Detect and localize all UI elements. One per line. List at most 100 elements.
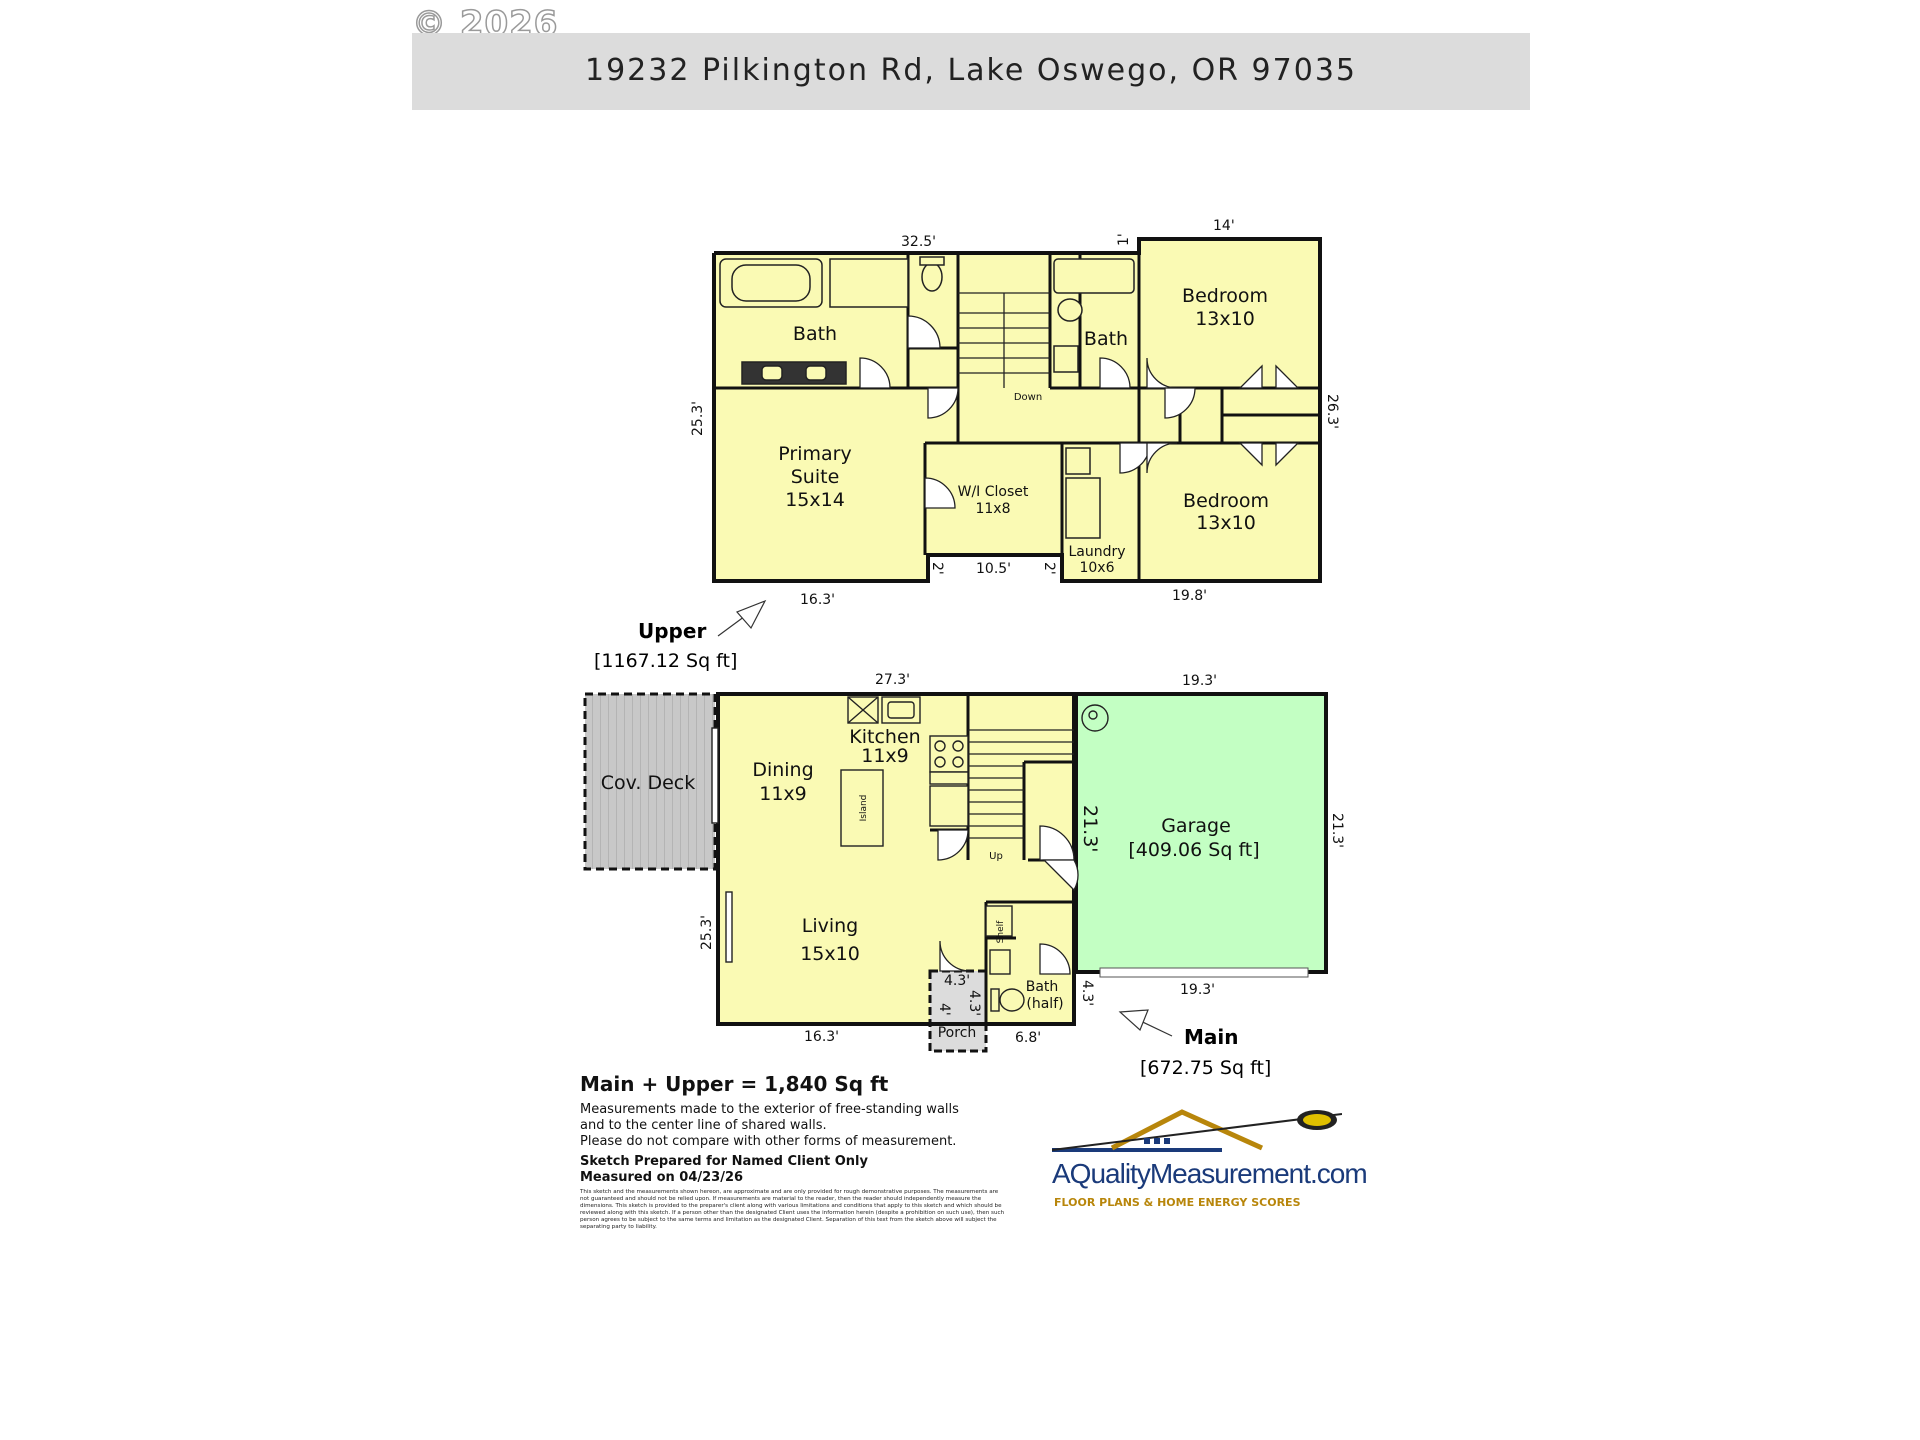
shelf (985, 905, 1013, 937)
label-stairs-down: Down (1014, 392, 1042, 403)
disclaimer-text: This sketch and the measurements shown h… (580, 1189, 1005, 1230)
label-primary-l2: Suite (791, 466, 840, 488)
dim-upper-bottom-mid: 10.5' (976, 561, 1011, 577)
upper-doors (859, 315, 1300, 509)
dim-porch-side: 4' (936, 1003, 952, 1016)
label-closet-size: 11x8 (975, 501, 1010, 517)
vanity (741, 361, 847, 385)
roof-logo-icon (1052, 1109, 1342, 1152)
label-garage-area: [409.06 Sq ft] (1128, 839, 1259, 861)
dim-upper-left: 25.3' (690, 401, 706, 436)
main-label: Main (1184, 1025, 1239, 1049)
label-island: Island (859, 795, 869, 822)
company-logo: AQualityMeasurement.com FLOOR PLANS & HO… (1052, 1108, 1368, 1223)
dim-upper-top: 32.5' (901, 234, 936, 250)
half-bath-sink (989, 949, 1011, 975)
label-bedroom1-name: Bedroom (1182, 285, 1268, 307)
main-room-labels: Cov. Deck Dining 11x9 Kitchen 11x9 Islan… (601, 726, 1260, 1041)
shower (829, 258, 909, 308)
porch-fill (930, 971, 986, 1051)
main-doors (937, 825, 1079, 975)
label-dining-size: 11x9 (759, 783, 807, 805)
main-stairs (968, 729, 1074, 839)
label-primary-l1: Primary (778, 443, 851, 465)
dim-main-bottom-left: 16.3' (804, 1029, 839, 1045)
washer (1065, 447, 1091, 475)
upper-fixtures (719, 256, 1135, 539)
dryer (1065, 477, 1101, 539)
label-living-size: 15x10 (800, 943, 860, 965)
dim-upper-jog: 1' (1116, 233, 1132, 246)
label-closet-name: W/I Closet (958, 484, 1029, 500)
note-line-3: Please do not compare with other forms o… (580, 1134, 957, 1149)
address-banner: 19232 Pilkington Rd, Lake Oswego, OR 970… (412, 33, 1530, 110)
address-text: 19232 Pilkington Rd, Lake Oswego, OR 970… (585, 53, 1357, 88)
label-bath-primary: Bath (793, 323, 837, 345)
measured-date: Measured on 04/23/26 (580, 1170, 744, 1185)
label-kitchen-name: Kitchen (849, 726, 920, 748)
main-floor: Cov. Deck Dining 11x9 Kitchen 11x9 Islan… (583, 672, 1345, 1079)
label-living-name: Living (802, 915, 859, 937)
dim-porch-right: 4.3' (966, 990, 982, 1016)
dim-upper-bottom-right: 19.8' (1172, 588, 1207, 604)
dim-upper-top-right: 14' (1213, 218, 1235, 234)
upper-floor-label: Upper [1167.12 Sq ft] (594, 599, 767, 672)
label-dining-name: Dining (752, 759, 813, 781)
covered-deck (583, 692, 717, 871)
label-bedroom1-size: 13x10 (1195, 308, 1255, 330)
dim-upper-notch-right: 2' (1041, 562, 1057, 575)
dim-garage-bottom: 19.3' (1180, 982, 1215, 998)
upper-notch (928, 555, 1062, 583)
label-primary-size: 15x14 (785, 489, 845, 511)
half-bath-toilet (999, 988, 1025, 1012)
footer-notes: Main + Upper = 1,840 Sq ft Measurements … (580, 1072, 1020, 1231)
garage-fill (1076, 694, 1326, 972)
dim-upper-notch-left: 2' (929, 562, 945, 575)
label-stairs-up: Up (989, 851, 1003, 862)
upper-interior-walls (714, 253, 1320, 581)
label-bath-name: Bath (1026, 979, 1059, 995)
logo-name: AQualityMeasurement.com (1052, 1158, 1368, 1189)
label-kitchen-size: 11x9 (861, 745, 909, 767)
island (840, 769, 884, 847)
upper-stairs (958, 292, 1050, 388)
dim-porch-top: 4.3' (944, 973, 970, 989)
range (929, 735, 969, 773)
note-line-2: and to the center line of shared walls. (580, 1118, 827, 1133)
upper-label: Upper (638, 619, 706, 643)
label-bedroom2-name: Bedroom (1183, 490, 1269, 512)
upper-dimensions: 32.5' 14' 1' 25.3' 26.3' 16.3' 10.5' 19.… (690, 218, 1340, 608)
dim-upper-bottom-left: 16.3' (800, 592, 835, 608)
note-line-1: Measurements made to the exterior of fre… (580, 1102, 959, 1117)
dim-main-step: 4.3' (1079, 980, 1095, 1006)
upper-area: [1167.12 Sq ft] (594, 650, 737, 672)
dim-garage-right: 21.3' (1329, 813, 1345, 848)
prepared-note: Sketch Prepared for Named Client Only (580, 1154, 868, 1169)
dim-main-bottom-right: 6.8' (1015, 1030, 1041, 1046)
label-garage-name: Garage (1161, 815, 1231, 837)
dim-garage-left: 21.3' (1079, 805, 1101, 853)
dim-main-left: 25.3' (699, 915, 715, 950)
dim-garage-top: 19.3' (1182, 673, 1217, 689)
main-area: [672.75 Sq ft] (1140, 1057, 1271, 1079)
label-laundry-size: 10x6 (1079, 560, 1114, 576)
label-shelf: Shelf (996, 920, 1006, 943)
main-fill (718, 694, 1074, 1024)
label-bedroom2-size: 13x10 (1196, 512, 1256, 534)
main-fixtures (711, 696, 1109, 1012)
hall-tub (1053, 258, 1135, 294)
label-laundry-name: Laundry (1068, 544, 1125, 560)
dim-main-top: 27.3' (875, 672, 910, 688)
label-bath-qual: (half) (1026, 996, 1063, 1012)
toilet (921, 262, 943, 292)
label-bath-hall: Bath (1084, 328, 1128, 350)
main-dimensions: 27.3' 19.3' 25.3' 21.3' 21.3' 19.3' 16.3… (699, 672, 1345, 1046)
label-porch: Porch (938, 1025, 977, 1041)
total-area: Main + Upper = 1,840 Sq ft (580, 1072, 889, 1096)
upper-room-labels: Bath Bath Bedroom 13x10 Bedroom 13x10 Pr… (778, 285, 1269, 576)
dim-upper-right: 26.3' (1324, 394, 1340, 429)
upper-floor: Bath Bath Bedroom 13x10 Bedroom 13x10 Pr… (594, 218, 1340, 672)
label-deck: Cov. Deck (601, 772, 696, 794)
upper-outer-wall (712, 237, 1322, 583)
